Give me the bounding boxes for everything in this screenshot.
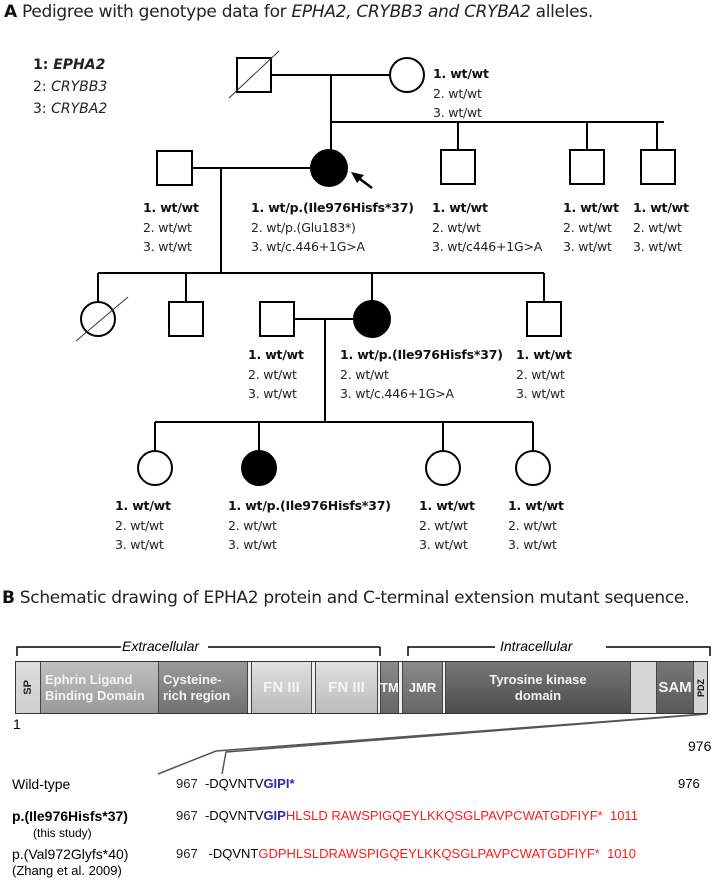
gen2-brother1-square	[440, 149, 476, 185]
legend-item-2: 2: CRYBB3	[33, 79, 108, 95]
intracellular-bracket-left	[407, 646, 495, 656]
domain-jmr: JMR	[403, 662, 443, 713]
gen2-proband-circle	[310, 149, 348, 187]
gen4-daughter3-circle	[425, 450, 461, 486]
legend-item-3: 3: CRYBA2	[33, 101, 108, 117]
domain-cysteine-rich: Cysteine-rich region	[159, 662, 248, 713]
gen2-brother3-square	[640, 149, 676, 185]
domain-fn3-1: FN III	[252, 662, 312, 713]
gen1-mother-circle	[389, 57, 425, 93]
gene-legend: 1: EPHA2 2: CRYBB3 3: CRYBA2	[33, 54, 107, 120]
deceased-slash	[228, 50, 280, 99]
extracellular-bracket-left	[16, 646, 121, 656]
position-end: 976	[688, 738, 712, 754]
gen3-deceased-daughter-circle	[80, 301, 116, 337]
panel-b-title-text: Schematic drawing of EPHA2 protein and C…	[19, 588, 690, 608]
seq-label-mut2-source: (Zhang et al. 2009)	[12, 863, 122, 878]
proband-arrow-icon	[351, 172, 373, 189]
seq-wildtype: 967 -DQVNTVGIPI*	[176, 776, 295, 791]
seq-label-mut1: p.(Ile976Hisfs*37)	[12, 808, 128, 824]
genotype-gen2-proband: 1. wt/p.(Ile976Hisfs*37)2. wt/p.(Glu183*…	[251, 200, 414, 254]
seq-label-mut2: p.(Val972Glyfs*40)	[12, 846, 129, 862]
position-start: 1	[13, 716, 21, 732]
intracellular-bracket-right	[606, 646, 711, 656]
seq-label-mut1-source: (this study)	[33, 826, 92, 840]
seq-mut2: 967 -DQVNTGDPHLSLDRAWSPIGQEYLKKQSGLPAVPC…	[176, 846, 636, 861]
region-intracellular-label: Intracellular	[497, 638, 576, 654]
domain-pdz: PDZ	[694, 662, 707, 713]
gen3-son2-square	[526, 301, 562, 337]
domain-fn3-2: FN III	[316, 662, 378, 713]
domain-linker	[631, 662, 657, 713]
panel-a-title: A Pedigree with genotype data for EPHA2,…	[4, 2, 593, 22]
gen3-husband-square	[259, 301, 295, 337]
domain-tm: TM	[380, 662, 399, 713]
panel-b-title: B Schematic drawing of EPHA2 protein and…	[2, 588, 689, 608]
gen3-son-square	[168, 301, 204, 337]
panel-a-title-pre: Pedigree with genotype data for	[21, 2, 292, 22]
panel-a-title-post: alleles.	[530, 2, 594, 22]
seq-mut1: 967 -DQVNTVGIPHLSLD RAWSPIGQEYLKKQSGLPAV…	[176, 808, 638, 823]
region-extracellular-label: Extracellular	[121, 638, 201, 654]
pedigree-chart	[75, 50, 676, 486]
panel-a-letter: A	[4, 2, 17, 22]
panel-b-letter: B	[2, 588, 15, 608]
domain-sp: SP	[16, 662, 41, 713]
gen4-daughter4-circle	[515, 450, 551, 486]
gen2-brother2-square	[569, 149, 605, 185]
panel-a-title-genes: EPHA2, CRYBB3 and CRYBA2	[291, 2, 531, 22]
gen4-daughter1-circle	[137, 450, 173, 486]
zoom-lines	[157, 713, 708, 775]
gen4-affected-circle	[241, 450, 277, 486]
domain-sam: SAM	[657, 662, 694, 713]
gen2-husband-square	[156, 150, 193, 186]
seq-label-wildtype: Wild-type	[12, 776, 71, 792]
legend-item-1: 1: EPHA2	[33, 57, 106, 73]
gen3-affected-circle	[353, 300, 391, 338]
seq-wildtype-end: 976	[678, 776, 700, 791]
